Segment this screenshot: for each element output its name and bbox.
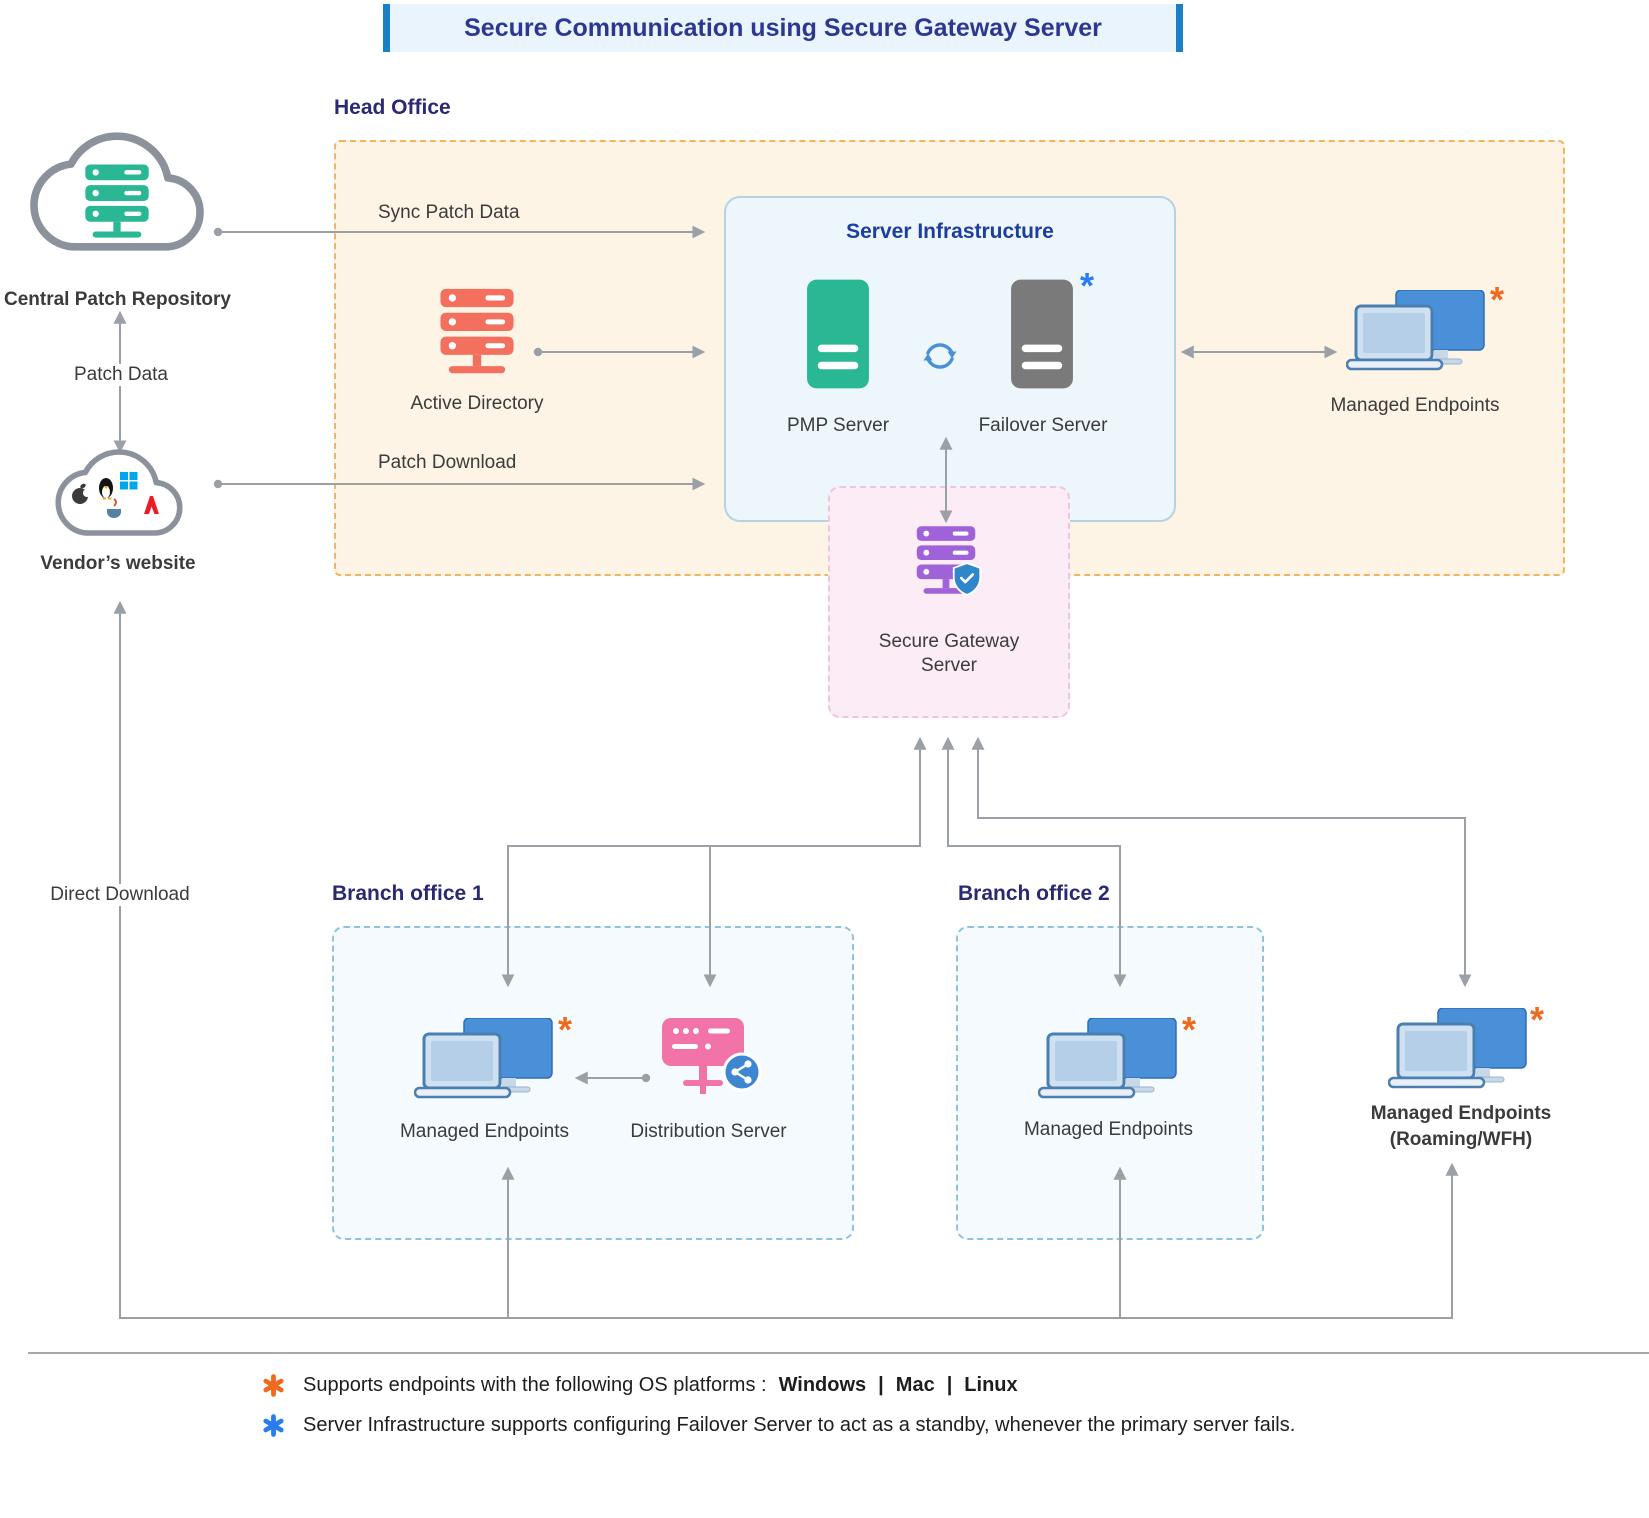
patch-download-label: Patch Download — [378, 452, 517, 473]
legend-os-separator: | — [878, 1374, 884, 1396]
apple-logo-icon — [72, 483, 91, 504]
failover-asterisk: * — [1080, 265, 1095, 306]
adobe-logo-icon — [144, 496, 159, 514]
sync-arrows-icon — [918, 334, 962, 378]
server-infrastructure-label: Server Infrastructure — [846, 220, 1054, 243]
blue-asterisk-icon — [262, 1414, 285, 1437]
direct-download-label: Direct Download — [36, 884, 204, 906]
pmp-server-icon — [806, 278, 870, 390]
patch-data-label: Patch Data — [62, 364, 180, 386]
secure-gateway-label-line1: Secure Gateway — [878, 631, 1020, 652]
secure-gateway-label-line2: Server — [921, 655, 977, 676]
branch-office-1-box — [332, 926, 854, 1240]
central-patch-repository-icon — [30, 132, 204, 251]
legend-os-support: Supports endpoints with the following OS… — [262, 1374, 1018, 1397]
managed-endpoints-roaming-label-line1: Managed Endpoints — [1370, 1103, 1552, 1124]
head-office-label: Head Office — [334, 96, 451, 119]
pmp-server-label: PMP Server — [786, 415, 890, 436]
legend-separator — [28, 1352, 1649, 1354]
branch-office-2-label: Branch office 2 — [958, 882, 1110, 905]
os-logos-icon — [72, 472, 159, 518]
central-patch-repository-label: Central Patch Repository — [4, 289, 231, 310]
vendors-website-icon — [55, 449, 183, 536]
windows-logo-icon — [120, 472, 138, 490]
server-rack-icon — [85, 164, 149, 238]
sync-patch-data-label: Sync Patch Data — [378, 202, 520, 223]
managed-endpoints-roaming-label-line2: (Roaming/WFH) — [1389, 1129, 1533, 1150]
managed-endpoints-branch1-label: Managed Endpoints — [399, 1121, 569, 1142]
shield-icon — [952, 562, 982, 596]
legend-failover-note: Server Infrastructure supports configuri… — [262, 1414, 1295, 1437]
legend-os-separator: | — [946, 1374, 953, 1396]
legend-os-prefix: Supports endpoints with the following OS… — [303, 1374, 767, 1396]
failover-server-icon — [1010, 278, 1074, 390]
legend-os-linux: Linux — [964, 1374, 1018, 1396]
managed-endpoints-head-office-icon — [1346, 290, 1486, 386]
managed-endpoints-branch2-icon — [1038, 1018, 1178, 1114]
active-directory-label: Active Directory — [410, 393, 544, 414]
failover-server-label: Failover Server — [978, 415, 1108, 436]
managed-endpoints-branch1-icon — [414, 1018, 554, 1114]
endpoints-asterisk: * — [558, 1009, 573, 1050]
endpoints-asterisk: * — [1182, 1009, 1197, 1050]
legend-failover-text: Server Infrastructure supports configuri… — [303, 1414, 1296, 1436]
managed-endpoints-roaming-icon — [1388, 1008, 1528, 1104]
active-directory-icon — [440, 288, 514, 374]
page-title: Secure Communication using Secure Gatewa… — [464, 13, 1102, 42]
distribution-server-icon — [660, 1016, 762, 1096]
legend-os-text: Supports endpoints with the following OS… — [303, 1374, 1018, 1397]
endpoints-asterisk: * — [1490, 279, 1505, 320]
title-banner: Secure Communication using Secure Gatewa… — [383, 4, 1183, 52]
legend-os-windows: Windows — [778, 1374, 867, 1396]
managed-endpoints-head-office-label: Managed Endpoints — [1330, 395, 1500, 416]
java-logo-icon — [107, 498, 121, 518]
distribution-server-label: Distribution Server — [630, 1121, 787, 1142]
secure-gateway-box — [828, 486, 1070, 718]
orange-asterisk-icon — [262, 1374, 285, 1397]
linux-penguin-icon — [99, 478, 113, 500]
endpoints-asterisk: * — [1530, 999, 1545, 1040]
branch-office-1-label: Branch office 1 — [332, 882, 484, 905]
vendors-website-label: Vendor’s website — [40, 553, 196, 574]
legend-os-mac: Mac — [895, 1374, 935, 1396]
managed-endpoints-branch2-label: Managed Endpoints — [1023, 1119, 1193, 1140]
